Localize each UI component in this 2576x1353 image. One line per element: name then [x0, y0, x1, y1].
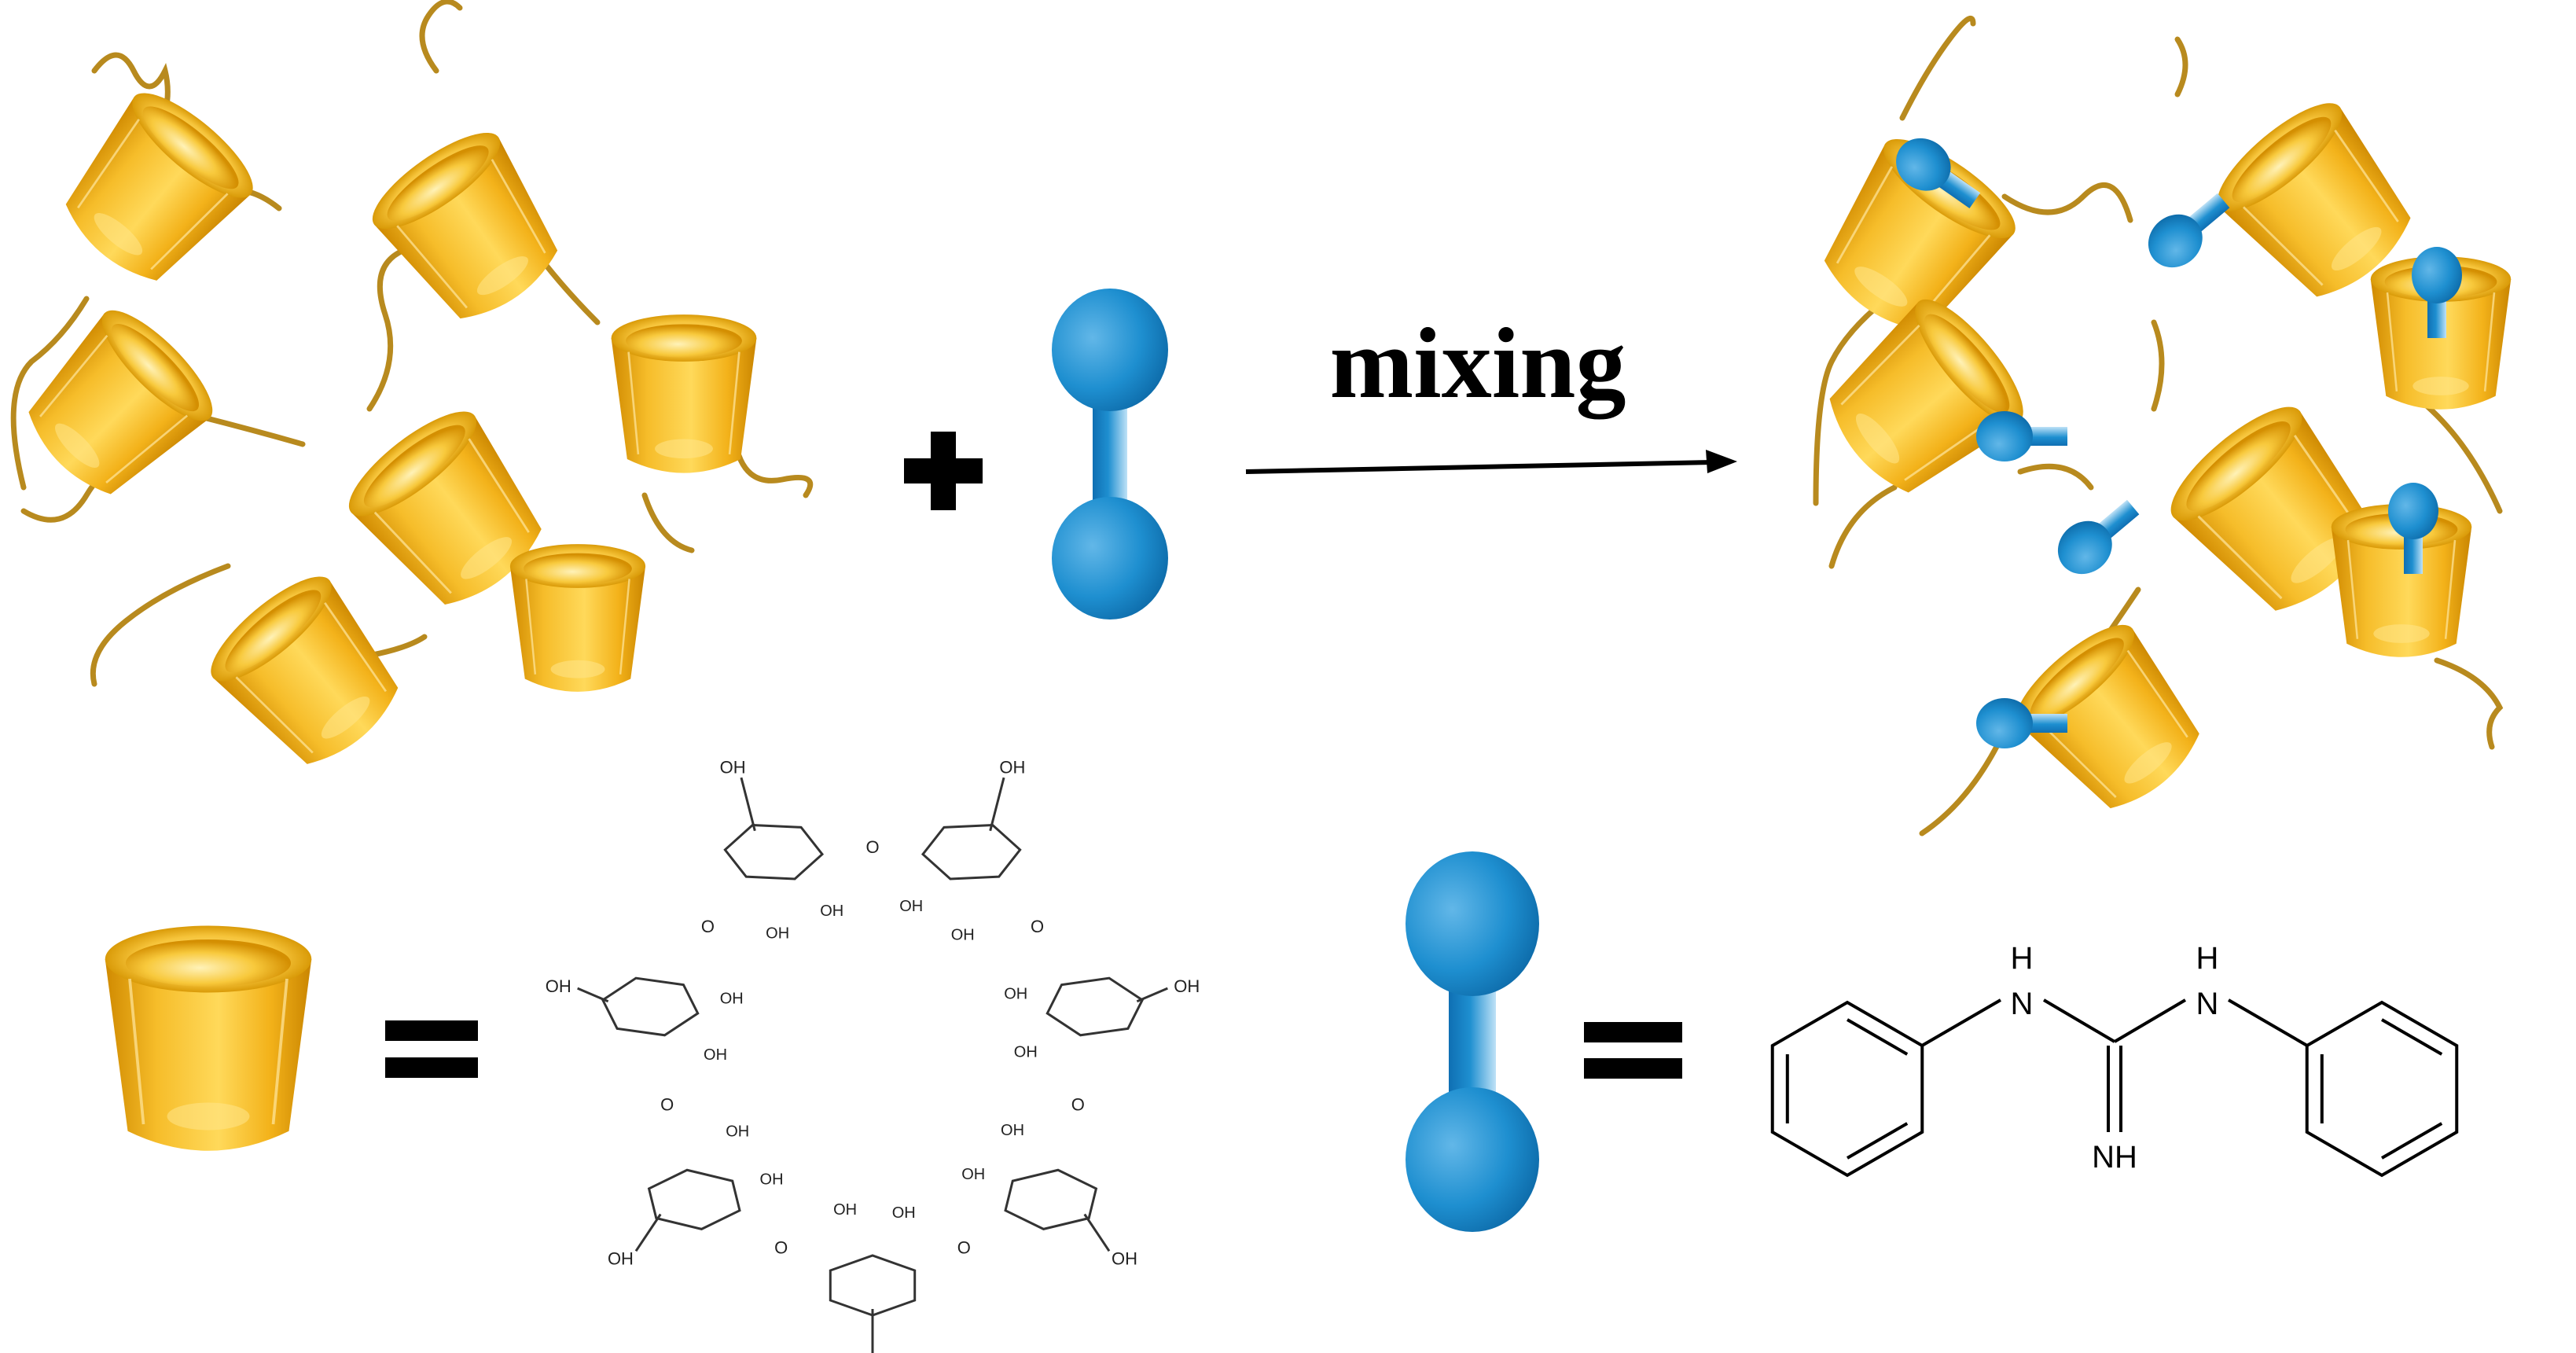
hydroxyl-label: OH	[726, 1123, 749, 1140]
bond	[1136, 987, 1168, 1003]
cyclodextrin-cup-icon	[509, 542, 647, 693]
hydroxyl-label: OH	[1001, 1122, 1024, 1139]
hydroxyl-label: OH	[1014, 1043, 1038, 1061]
hydroxyl-label: OH	[608, 1249, 634, 1269]
equals-sign-icon	[385, 1020, 478, 1078]
benzene-ring	[1770, 1000, 1924, 1178]
imine-label: NH	[2092, 1140, 2137, 1175]
glucose-ring	[1045, 976, 1145, 1037]
plus-icon	[904, 432, 983, 510]
hydroxyl-label: OH	[1174, 976, 1200, 996]
cyclodextrin-structure: O OH OH OH O OH OH OH O OH OH OH O OH OH OH O OH OH OH O OH OH…	[546, 758, 1200, 1353]
bond	[634, 1213, 662, 1252]
legend-guest-icon	[1406, 851, 1539, 1232]
guest-molecule-icon	[2047, 487, 2150, 586]
bond	[2042, 998, 2116, 1043]
hydroxyl-label: OH	[546, 976, 571, 996]
hydroxyl-label: OH	[961, 1166, 985, 1183]
bond	[1920, 998, 2002, 1047]
polymer-chain	[419, 0, 463, 74]
glucose-ring	[647, 1168, 741, 1230]
nitrogen-atom-label: N	[2011, 987, 2034, 1021]
polymer-chain	[2151, 319, 2165, 412]
bond	[2113, 998, 2187, 1043]
guest-molecule-icon	[1976, 411, 2067, 461]
polymer-chain	[1919, 736, 2004, 836]
legend-host: O OH OH OH O OH OH OH O OH OH OH O OH OH OH O OH OH OH O OH OH…	[103, 758, 1200, 1353]
hydroxyl-label: OH	[899, 898, 923, 915]
oxygen-atom-label: O	[1031, 917, 1044, 936]
hydroxyl-label: OH	[951, 926, 975, 943]
hydroxyl-label: OH	[760, 1171, 784, 1188]
glucose-ring	[921, 823, 1022, 881]
polymer-chain	[90, 563, 231, 687]
hydroxyl-label: OH	[1112, 1249, 1137, 1269]
hydroxyl-label: OH	[820, 903, 843, 920]
cyclodextrin-cup-icon	[358, 116, 581, 341]
double-bond	[2380, 1122, 2443, 1160]
cyclodextrin-cup-icon	[196, 560, 421, 787]
hydroxyl-label: OH	[1004, 986, 1027, 1003]
oxygen-atom-label: O	[660, 1095, 674, 1115]
polymer-chain	[2418, 398, 2503, 514]
free-host-polymer	[6, 0, 814, 787]
glucose-ring	[601, 976, 700, 1037]
bond	[2227, 998, 2309, 1047]
hydroxyl-label: OH	[704, 1046, 727, 1064]
polymer-chain	[732, 437, 814, 498]
free-guest-molecule-icon	[1052, 289, 1168, 620]
glucose-ring	[829, 1254, 917, 1317]
legend-cup-icon	[103, 924, 314, 1153]
oxygen-atom-label: O	[1071, 1095, 1085, 1115]
glucose-ring	[1004, 1168, 1098, 1230]
cyclodextrin-cup-icon	[610, 313, 758, 474]
polymer-chain	[641, 492, 695, 553]
polymer-chain	[2174, 36, 2188, 97]
polymer-chain	[1828, 484, 1898, 569]
reaction-arrow	[1245, 450, 1737, 474]
oxygen-atom-label: O	[957, 1237, 971, 1257]
bond	[740, 777, 756, 832]
double-bond	[1846, 1122, 1909, 1160]
oxygen-atom-label: O	[701, 917, 715, 936]
polymer-chain	[366, 248, 404, 412]
hydrogen-atom-label: H	[2196, 941, 2219, 976]
bond	[577, 987, 609, 1003]
polymer-chain	[10, 296, 90, 491]
hydroxyl-label: OH	[892, 1204, 916, 1222]
glucose-ring	[723, 823, 825, 881]
polymer-chain	[2434, 657, 2504, 750]
nitrogen-atom-label: N	[2196, 987, 2219, 1021]
double-bond	[2380, 1018, 2443, 1056]
cyclodextrin-cup-icon	[42, 76, 268, 303]
polymer-chain	[1813, 296, 1890, 506]
hydroxyl-label: OH	[999, 758, 1025, 778]
polymer-chain	[2001, 182, 2133, 223]
polymer-chain	[2017, 463, 2094, 491]
cyclodextrin-cup-icon	[6, 295, 228, 517]
polymer-chain	[1899, 15, 1976, 121]
hydroxyl-label: OH	[720, 758, 746, 778]
hydroxyl-label: OH	[720, 990, 744, 1007]
oxygen-atom-label: O	[865, 837, 879, 857]
host-guest-complex-polymer	[1800, 15, 2512, 836]
equals-sign-icon	[1584, 1022, 1682, 1079]
oxygen-atom-label: O	[774, 1237, 788, 1257]
hydroxyl-label: OH	[766, 925, 789, 943]
double-bond	[1846, 1018, 1909, 1056]
bond	[989, 777, 1005, 832]
bond	[1083, 1213, 1111, 1252]
benzene-ring	[2305, 1000, 2459, 1178]
hydrogen-atom-label: H	[2011, 941, 2034, 976]
hydroxyl-label: OH	[833, 1201, 857, 1219]
mixing-label: mixing	[1330, 307, 1626, 419]
cyclodextrin-cup-icon	[1806, 284, 2041, 517]
